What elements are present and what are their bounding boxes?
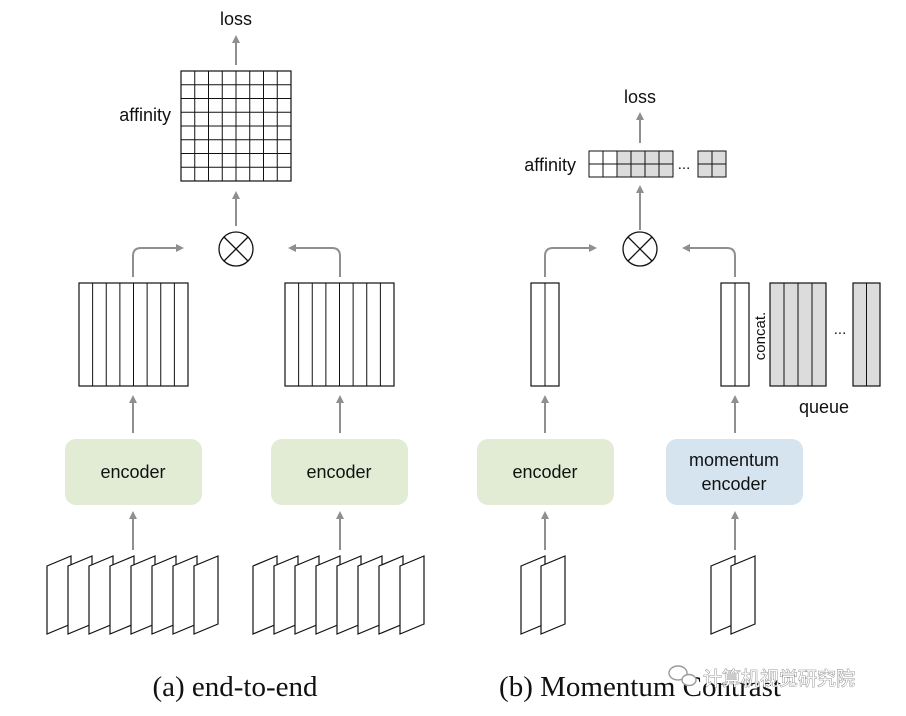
encoder-label-b: encoder — [512, 462, 577, 482]
momentum-encoder-box-b — [666, 439, 803, 505]
encoder-label-left-a: encoder — [100, 462, 165, 482]
panel-momentum-contrast: loss affinity ... concat. ... queue enco… — [477, 87, 881, 703]
input-image — [730, 555, 756, 635]
encoder-box-left-a — [65, 439, 202, 505]
query-feature-b — [530, 282, 560, 387]
feature-stack-right-a — [284, 282, 395, 387]
affinity-label-a: affinity — [119, 105, 171, 125]
arrow-right-to-multiply-a — [288, 244, 341, 277]
arrow-left-to-multiply-a — [132, 244, 184, 277]
arrow-key-to-multiply-b — [682, 244, 736, 277]
affinity-ellipsis-b: ... — [678, 156, 691, 173]
input-images-key-b — [710, 555, 756, 635]
input-image — [540, 555, 566, 635]
key-feature-b — [720, 282, 750, 387]
input-images-query-b — [520, 555, 566, 635]
momentum-encoder-label-line1: momentum — [689, 450, 779, 470]
watermark: 计算机视觉研究院 — [668, 665, 855, 690]
queue-ellipsis: ... — [834, 321, 847, 338]
loss-label-b: loss — [624, 87, 656, 107]
affinity-matrix-a — [180, 70, 292, 182]
feature-stack-left-a — [78, 282, 189, 387]
affinity-row-b — [588, 150, 727, 178]
affinity-label-b: affinity — [524, 155, 576, 175]
concat-label: concat. — [752, 312, 769, 360]
loss-label-a: loss — [220, 9, 252, 29]
queue-label: queue — [799, 397, 849, 417]
caption-b: (b) Momentum Contrast — [499, 671, 781, 703]
momentum-encoder-label-line2: encoder — [701, 474, 766, 494]
encoder-box-right-a — [271, 439, 408, 505]
queue-stack-b — [769, 282, 881, 387]
watermark-text: 计算机视觉研究院 — [703, 668, 855, 690]
wechat-icon — [668, 665, 697, 687]
caption-a: (a) end-to-end — [152, 671, 318, 703]
panel-end-to-end: loss affinity encoder encoder — [46, 9, 425, 703]
input-image — [399, 555, 425, 635]
arrow-query-to-multiply-b — [544, 244, 597, 277]
multiply-icon-a — [218, 231, 254, 267]
encoder-label-right-a: encoder — [306, 462, 371, 482]
input-images-left-a — [46, 555, 219, 635]
input-images-right-a — [252, 555, 425, 635]
input-image — [193, 555, 219, 635]
encoder-box-b — [477, 439, 614, 505]
multiply-icon-b — [622, 231, 658, 267]
